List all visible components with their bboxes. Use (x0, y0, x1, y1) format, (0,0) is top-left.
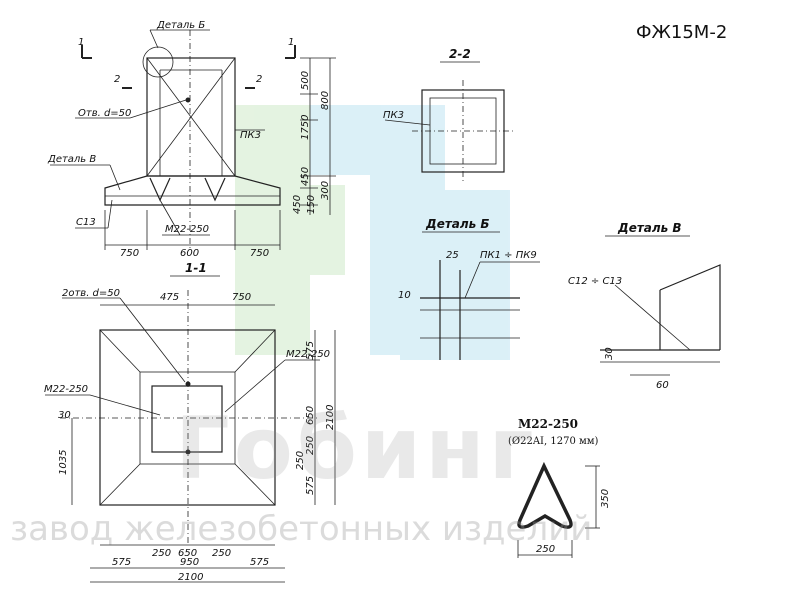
s12-s13-callout: С12 ÷ С13 (568, 276, 622, 287)
elev-dim-right-1: 500 (300, 71, 311, 90)
detail-b-view (420, 231, 540, 360)
plan-1-1 (45, 275, 336, 583)
detail-b-dim-2: 10 (398, 290, 411, 301)
plan-dim-top-2: 750 (232, 292, 251, 303)
elev-dim-bottom-3: 750 (250, 248, 269, 259)
detail-v-title: Деталь В (617, 221, 682, 235)
plan-dim-right-6: 2100 (325, 405, 336, 430)
plan-dim-left: 1035 (58, 450, 69, 475)
plan-dim-bottom-3: 575 (250, 557, 269, 568)
pk3-callout-b: ПК3 (383, 110, 404, 121)
elev-dim-right-5: 300 (320, 181, 331, 200)
cut-1-left: 1 (78, 37, 84, 48)
section-1-1-title: 1-1 (185, 261, 207, 275)
elevation-view (50, 29, 336, 250)
section-2-2 (384, 61, 514, 182)
plan-dim-bottom-2: 950 (180, 557, 199, 568)
m22-callout-a: М22-250 (165, 224, 209, 235)
detail-b-callout: Деталь Б (156, 20, 205, 31)
plan-dim-left-small: 30 (58, 410, 71, 421)
watermark-tagline: завод железобетонных изделий (10, 509, 592, 549)
watermark-brand: Гобинг (175, 399, 538, 499)
loop-height: 350 (600, 489, 611, 508)
cut-2-left: 2 (114, 74, 120, 85)
loop-m22-250 (517, 461, 600, 558)
s13-callout: С13 (76, 217, 96, 228)
plan-dim-bottom-1: 575 (112, 557, 131, 568)
detail-v-callout: Деталь В (47, 154, 96, 165)
plan-dim-right-5: 575 (305, 476, 316, 495)
elev-dim-right-3: 1750 (300, 115, 311, 140)
loop-width: 250 (536, 544, 555, 555)
elev-dim-bottom-2: 600 (180, 248, 199, 259)
drawing-code: ФЖ15М-2 (636, 22, 728, 43)
section-2-2-title: 2-2 (449, 47, 471, 61)
detail-v-dim-2: 60 (656, 380, 669, 391)
pk1-pk9-callout: ПК1 ÷ ПК9 (480, 250, 537, 261)
detail-b-title: Деталь Б (425, 217, 490, 231)
loop-subtitle: (Ø22AI, 1270 мм) (508, 436, 599, 447)
pk3-callout: ПК3 (240, 130, 261, 141)
m22-callout-b: М22-250 (44, 384, 88, 395)
detail-b-dim-1: 25 (446, 250, 459, 261)
two-holes-callout: 2отв. d=50 (62, 288, 120, 299)
cut-2-right: 2 (256, 74, 262, 85)
elev-dim-bottom-1: 750 (120, 248, 139, 259)
elev-dim-right-2: 800 (320, 91, 331, 110)
watermark-logo (235, 105, 510, 360)
plan-dim-total: 2100 (178, 572, 203, 583)
plan-dim-right-2: 650 (305, 406, 316, 425)
detail-v-dim-1: 30 (604, 347, 615, 360)
m22-callout-c: М22-250 (286, 349, 330, 360)
plan-dim-right-1: 575 (305, 341, 316, 360)
plan-dim-inner-3: 250 (212, 548, 231, 559)
detail-v-view (600, 235, 721, 376)
plan-dim-right-3: 250 (305, 436, 316, 455)
hole-callout: Отв. d=50 (78, 108, 131, 119)
loop-title: М22-250 (518, 417, 578, 431)
elev-dim-right-6: 450 (292, 195, 303, 214)
plan-dim-right-4: 250 (295, 451, 306, 470)
plan-dim-inner-2: 650 (178, 548, 197, 559)
elev-dim-right-7: 150 (306, 195, 317, 214)
cut-1-right: 1 (288, 37, 294, 48)
plan-dim-inner-1: 250 (152, 548, 171, 559)
plan-dim-top-1: 475 (160, 292, 179, 303)
elev-dim-right-4: 450 (300, 167, 311, 186)
